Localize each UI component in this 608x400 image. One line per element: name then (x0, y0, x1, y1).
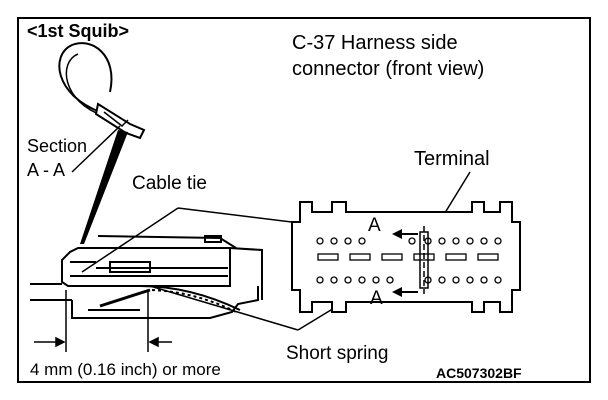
dimension-markers (34, 290, 172, 352)
connector-caption-line2: connector (front view) (292, 58, 485, 80)
section-label-line2: A - A (27, 160, 66, 180)
diagram-frame (17, 17, 591, 383)
section-marker-bottom: A (370, 288, 383, 309)
section-label-line1: Section (27, 136, 88, 156)
terminal-holes-top (316, 237, 502, 245)
section-cut-line (392, 226, 429, 297)
cable-tie-label: Cable tie (132, 173, 207, 194)
dimension-label: 4 mm (0.16 inch) or more (30, 360, 221, 379)
diagram-title: <1st Squib> (27, 21, 130, 41)
figure-code: AC507302BF (436, 365, 522, 381)
cable-tie-illustration (58, 42, 146, 140)
section-marker-top: A (368, 215, 381, 236)
front-view-connector (291, 201, 521, 313)
terminal-label: Terminal (414, 148, 490, 170)
short-spring-label: Short spring (286, 343, 389, 364)
cable-tie-tail (80, 130, 128, 244)
connector-cross-section (30, 235, 263, 319)
connector-caption-line1: C-37 Harness side (292, 32, 458, 54)
